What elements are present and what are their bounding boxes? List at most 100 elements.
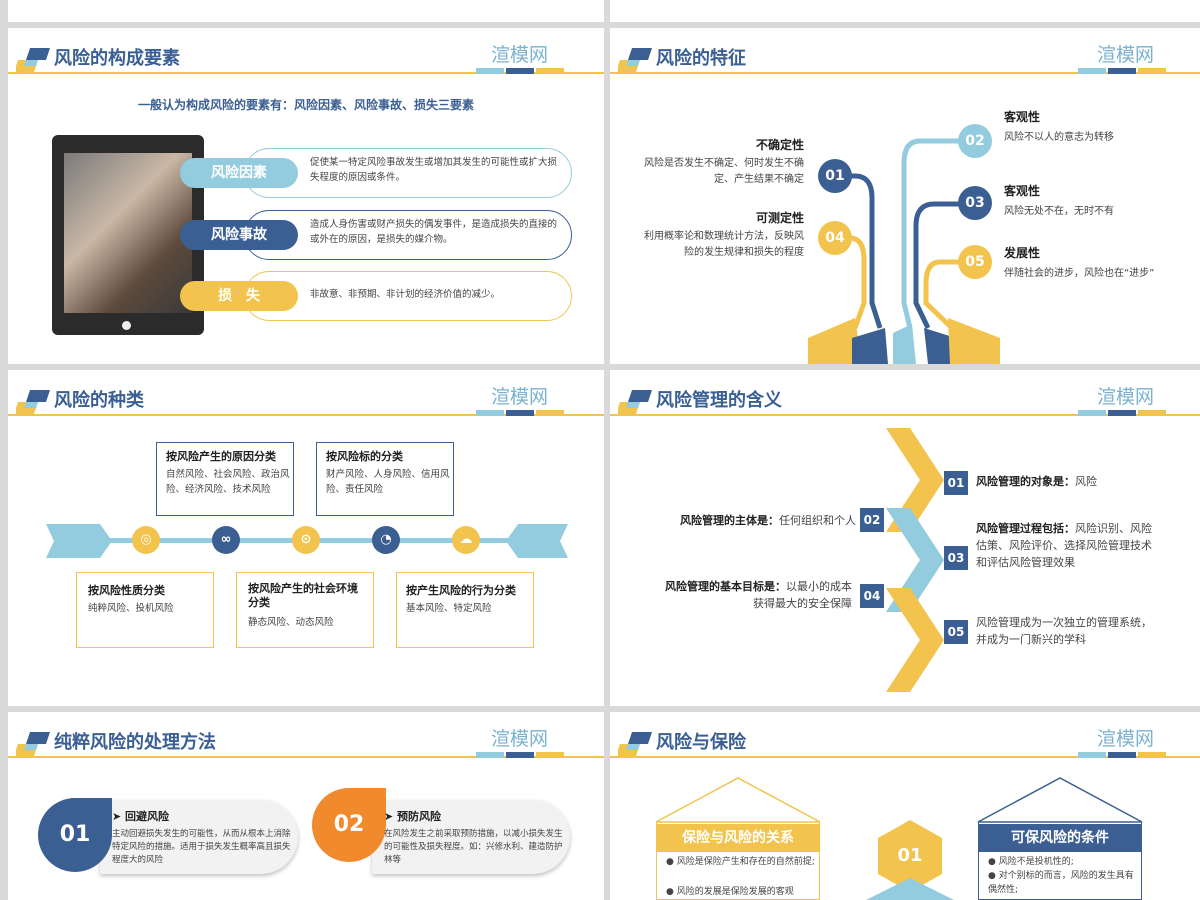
brand-watermark: 渲模网: [1096, 44, 1154, 66]
logo-icon: [16, 390, 50, 414]
brand-watermark: 渲模网: [490, 728, 548, 750]
brand-watermark: 渲模网: [1096, 386, 1154, 408]
feature-desc-02: 风险不以人的意志为转移: [1004, 132, 1114, 143]
header-divider: [610, 72, 1200, 74]
slide-fragment-right: [610, 0, 1200, 22]
mgmt-item-03: 风险管理过程包括：风险识别、风险估策、风险评价、选择风险管理技术和评估风险管理效…: [976, 522, 1152, 570]
mgmt-item-01: 风险管理的对象是：风险: [976, 475, 1097, 488]
type-box-object: [316, 442, 454, 516]
type-box-environment: [236, 572, 374, 648]
method-card-2: [372, 800, 570, 874]
header-divider: [8, 414, 604, 416]
brand-watermark: 渲模网: [1096, 728, 1154, 750]
method-heading-1: ➤ 回避风险: [112, 810, 170, 823]
feature-badge-03: 03: [958, 186, 992, 220]
feature-badge-05: 05: [958, 245, 992, 279]
brand-watermark: 渲模网: [490, 386, 548, 408]
target-icon: ◎: [132, 526, 160, 554]
feature-desc-03: 风险无处不在，无时不有: [1004, 206, 1114, 217]
header-color-bars: [1078, 410, 1166, 416]
type-desc-nature: 纯粹风险、投机风险: [88, 603, 174, 614]
feature-badge-02: 02: [958, 124, 992, 158]
header-divider: [610, 756, 1200, 758]
header-color-bars: [476, 752, 564, 758]
item-label-1: 风险因素: [180, 158, 298, 188]
feature-heading-02: 客观性: [1004, 110, 1041, 124]
type-heading-environment: 按风险产生的社会环境分类: [248, 582, 358, 610]
slide-risk-management[interactable]: 风险管理的含义 渲模网 01 02 03 04 05 风险管理的对象是：风险 风…: [610, 370, 1200, 706]
type-box-behavior: [396, 572, 534, 648]
item-label-2: 风险事故: [180, 220, 298, 250]
relation-bullet-2: ● 风险的发展是保险发展的客观: [666, 887, 794, 897]
feature-heading-03: 客观性: [1004, 184, 1041, 198]
header-divider: [8, 756, 604, 758]
mgmt-badge-01: 01: [944, 471, 968, 495]
type-heading-object: 按风险标的分类: [326, 450, 403, 463]
type-heading-nature: 按风险性质分类: [88, 584, 165, 597]
insurable-bullet-1: ● 风险不是投机性的;: [988, 857, 1074, 867]
logo-icon: [618, 390, 652, 414]
mgmt-badge-05: 05: [944, 620, 968, 644]
type-desc-behavior: 基本风险、特定风险: [406, 603, 492, 614]
type-heading-behavior: 按产生风险的行为分类: [406, 584, 516, 597]
logo-icon: [16, 732, 50, 756]
mgmt-item-04: 风险管理的基本目标是：以最小的成本获得最大的安全保障: [665, 580, 852, 611]
item-desc-2: 造成人身伤害或财产损失的偶发事件，是造成损失的直接的或外在的原因，是损失的媒介物…: [310, 219, 558, 245]
slide-title: 纯粹风险的处理方法: [54, 732, 216, 753]
type-desc-cause: 自然风险、社会风险、政治风险、经济风险、技术风险: [166, 469, 290, 495]
type-desc-object: 财产风险、人身风险、信用风险、责任风险: [326, 469, 450, 495]
rss-icon: ◔: [372, 526, 400, 554]
method-desc-1: 主动回避损失发生的可能性，从而从根本上消除特定风险的措施。适用于损失发生概率高且…: [112, 829, 291, 865]
method-card-1: [100, 800, 298, 874]
method-desc-2: 在风险发生之前采取预防措施，以减小损失发生的可能性及损失程度。如：兴修水利、建造…: [384, 829, 563, 865]
header-color-bars: [476, 68, 564, 74]
feature-desc-04: 利用概率论和数理统计方法，反映风险的发生规律和损失的程度: [644, 231, 804, 258]
logo-icon: [618, 732, 652, 756]
brand-watermark: 渲模网: [490, 44, 548, 66]
insurance-graphic: [655, 777, 1143, 900]
feature-desc-01: 风险是否发生不确定、何时发生不确定、产生结果不确定: [644, 158, 804, 185]
mgmt-badge-03: 03: [944, 546, 968, 570]
method-heading-2: ➤ 预防风险: [384, 810, 442, 823]
item-desc-1: 促使某一特定风险事故发生或增加其发生的可能性或扩大损失程度的原因或条件。: [310, 157, 558, 183]
feature-badge-01: 01: [818, 159, 852, 193]
mgmt-badge-04: 04: [860, 584, 884, 608]
mgmt-item-02: 风险管理的主体是：任何组织和个人: [680, 514, 856, 527]
mgmt-badge-02: 02: [860, 508, 884, 532]
type-box-cause: [156, 442, 294, 516]
link-icon: ∞: [212, 526, 240, 554]
relation-bullet-1: ● 风险是保险产生和存在的自然前提;: [666, 857, 815, 867]
slide-risk-features[interactable]: 风险的特征 渲模网 01 02 03 04 05 不确定性 风险是否发生不确定、…: [610, 28, 1200, 364]
logo-icon: [16, 48, 50, 72]
slide-risk-insurance[interactable]: 风险与保险 渲模网 保险与风险的关系 ● 风险是保险产生和存在的自然前提; ● …: [610, 712, 1200, 900]
header-color-bars: [1078, 68, 1166, 74]
slide-title: 风险管理的含义: [656, 390, 782, 411]
search-icon: ⊙: [292, 526, 320, 554]
type-box-nature: [76, 572, 214, 648]
method-badge-01: 01: [38, 798, 112, 872]
slide-title: 风险的特征: [656, 48, 746, 69]
logo-icon: [618, 48, 652, 72]
slide-pure-risk-handling[interactable]: 纯粹风险的处理方法 渲模网 01 ➤ 回避风险 主动回避损失发生的可能性，从而从…: [8, 712, 604, 900]
slide-title: 风险与保险: [656, 732, 746, 753]
header-divider: [8, 72, 604, 74]
tablet-image: [52, 135, 204, 335]
slide-title: 风险的种类: [54, 390, 144, 411]
header-color-bars: [1078, 752, 1166, 758]
cloud-icon: ☁: [452, 526, 480, 554]
subtitle: 一般认为构成风险的要素有：风险因素、风险事故、损失三要素: [138, 98, 475, 112]
feature-desc-05: 伴随社会的进步，风险也在“进步”: [1004, 268, 1155, 279]
feature-heading-05: 发展性: [1004, 246, 1041, 260]
slide-fragment-left: [8, 0, 604, 22]
slide-risk-types[interactable]: 风险的种类 渲模网 按风险产生的原因分类 自然风险、社会风险、政治风险、经济风险…: [8, 370, 604, 706]
tree-diagram: [808, 138, 1000, 364]
insurable-heading: 可保风险的条件: [978, 824, 1142, 852]
type-heading-cause: 按风险产生的原因分类: [166, 450, 276, 463]
slide-risk-elements[interactable]: 风险的构成要素 渲模网 一般认为构成风险的要素有：风险因素、风险事故、损失三要素…: [8, 28, 604, 364]
item-label-3: 损 失: [180, 281, 298, 311]
feature-heading-01: 不确定性: [755, 138, 804, 152]
chevron-graphic: [886, 428, 944, 692]
slide-title: 风险的构成要素: [54, 48, 180, 69]
item-desc-3: 非故意、非预期、非计划的经济价值的减少。: [310, 289, 501, 300]
header-color-bars: [476, 410, 564, 416]
